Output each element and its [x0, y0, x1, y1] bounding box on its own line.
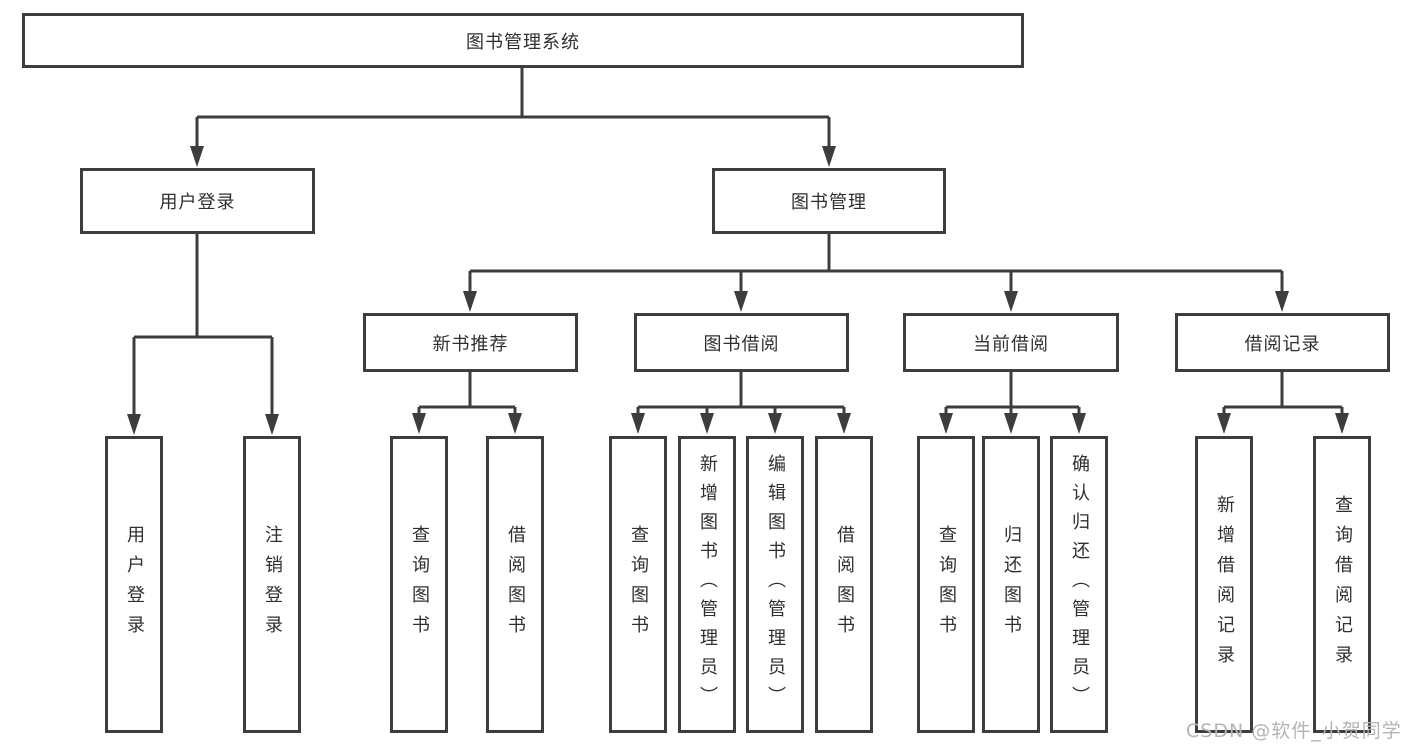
leaf-query-books-borrowing: 查询图书	[609, 436, 667, 733]
leaf-add-borrow-record: 新增借阅记录	[1195, 436, 1253, 733]
leaf-borrow-books-borrowing: 借阅图书	[815, 436, 873, 733]
node-current-borrowing: 当前借阅	[903, 313, 1119, 372]
node-book-borrowing: 图书借阅	[634, 313, 849, 372]
leaf-borrow-books-recommend: 借阅图书	[486, 436, 544, 733]
node-library-management-system: 图书管理系统	[22, 13, 1024, 68]
node-borrowing-records: 借阅记录	[1175, 313, 1390, 372]
leaf-return-books: 归还图书	[982, 436, 1040, 733]
node-new-book-recommend: 新书推荐	[363, 313, 578, 372]
leaf-logout: 注销登录	[243, 436, 301, 733]
connector-arrowheads	[127, 146, 1349, 435]
leaf-query-books-current: 查询图书	[917, 436, 975, 733]
csdn-watermark: CSDN @软件_小贺同学	[1186, 720, 1402, 742]
leaf-edit-book-admin: 编辑图书（管理员）	[746, 436, 804, 733]
leaf-query-borrow-record: 查询借阅记录	[1313, 436, 1371, 733]
leaf-confirm-return-admin: 确认归还（管理员）	[1050, 436, 1108, 733]
node-book-management: 图书管理	[712, 168, 946, 234]
leaf-query-books-recommend: 查询图书	[390, 436, 448, 733]
node-user-login: 用户登录	[80, 168, 315, 234]
leaf-add-book-admin: 新增图书（管理员）	[678, 436, 736, 733]
leaf-user-login: 用户登录	[105, 436, 163, 733]
